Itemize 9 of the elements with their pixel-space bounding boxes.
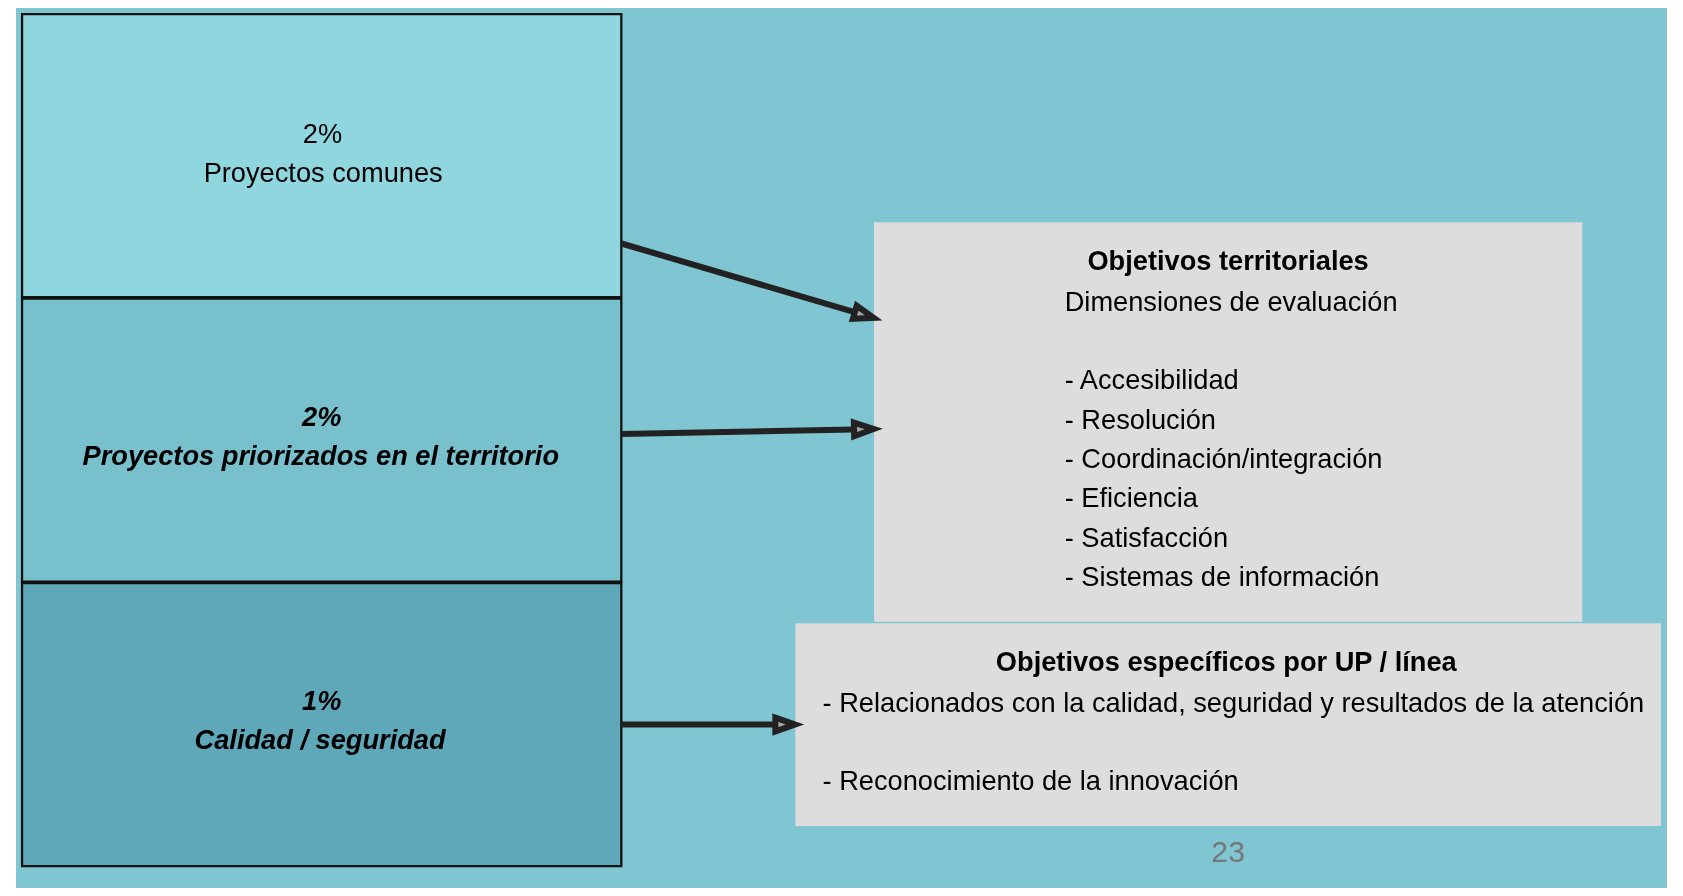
label: 23 (1211, 835, 1245, 869)
arrow (621, 418, 883, 441)
node-box: 2% Proyectos priorizados en el territorio (20, 297, 623, 583)
node-box: Objetivos territoriales Dimensiones de evaluación - Accesibilidad - Resolución - Coordinación/integración - Eficiencia - Satisfacción - Sistemas de información (874, 222, 1583, 622)
node-box: 1% Calidad / seguridad (20, 581, 623, 868)
arrow (620, 240, 883, 323)
node-box: Objetivos específicos por UP / línea - Relacionados con la calidad, seguridad y resultados de la atención - Reconocimiento de la innovación (795, 623, 1661, 826)
node-box: 2% Proyectos comunes (20, 12, 623, 299)
arrow (621, 713, 805, 736)
